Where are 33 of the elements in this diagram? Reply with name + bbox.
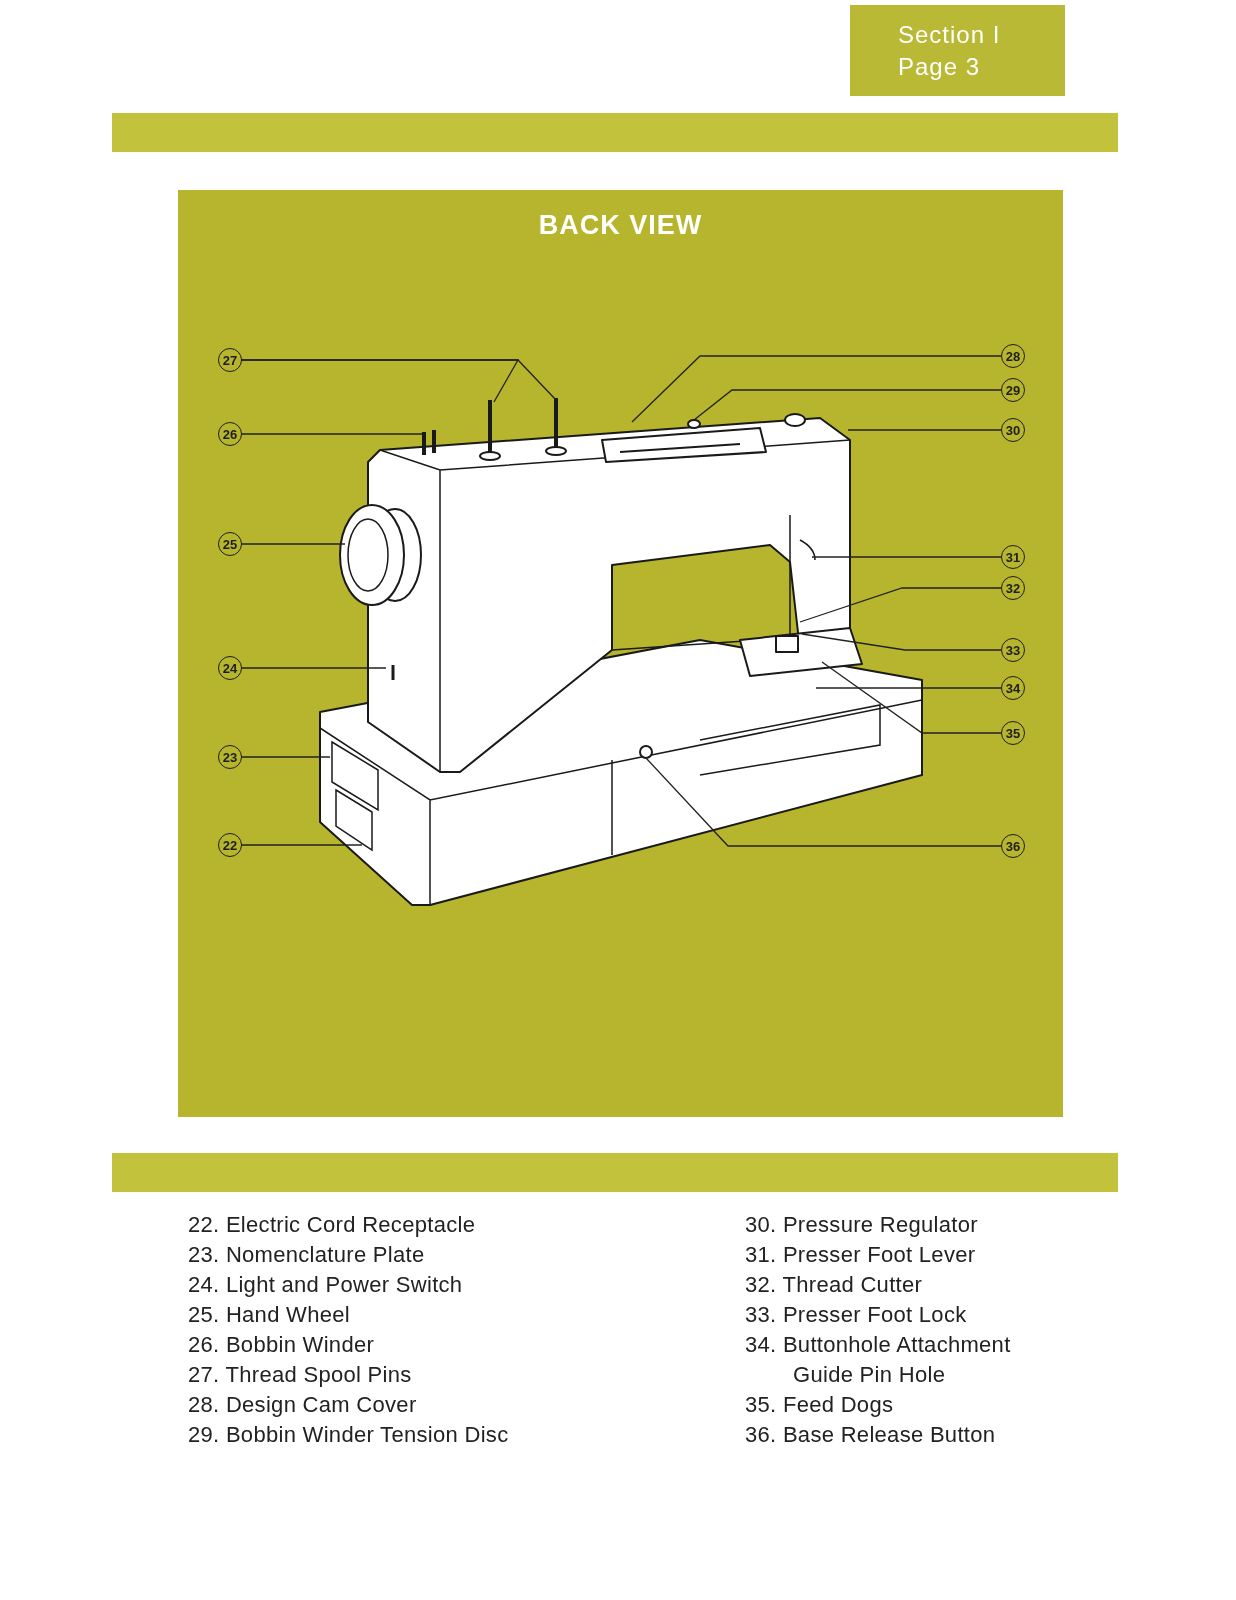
leader-line [799,587,1002,623]
title: BACK VIEW [538,210,703,241]
part-list-item: 23. Nomenclature Plate [188,1241,426,1269]
part-list-item: 29. Bobbin Winder Tension Disc [188,1421,510,1449]
part-list-item: 28. Design Cam Cover [188,1391,418,1419]
leader-line [241,756,331,758]
leader-line [241,543,346,545]
leader-line [631,355,1002,423]
part-list-item: 32. Thread Cutter [745,1271,924,1299]
part-list-item: 33. Presser Foot Lock [745,1301,968,1329]
part-list-item: 24. Light and Power Switch [188,1271,464,1299]
leader-line [847,429,1002,431]
leader-line [241,667,387,669]
part-list-item: 35. Feed Dogs [745,1391,895,1419]
leader-line [693,389,1002,421]
leader-line [645,757,1002,847]
leader-line [815,687,1002,689]
part-list-item: 30. Pressure Regulator [745,1211,979,1239]
part-list-item: 34. Buttonhole Attachment Guide Pin Hole [745,1331,1012,1389]
leader-line [241,433,423,435]
leader-line [801,633,1002,651]
part-list-item: 27. Thread Spool Pins [188,1361,413,1389]
part-list-item: 22. Electric Cord Receptacle [188,1211,477,1239]
part-list-item: 36. Base Release Button [745,1421,997,1449]
part-list-item: 26. Bobbin Winder [188,1331,376,1359]
leader-line [241,844,363,846]
section-label: Section I [898,20,1002,49]
part-list-item: 31. Presser Foot Lever [745,1241,977,1269]
leader-line [241,359,557,401]
part-list-item: 25. Hand Wheel [188,1301,351,1329]
leader-line [821,661,1002,734]
page-label: Page 3 [898,52,982,81]
leader-line [811,556,1002,558]
